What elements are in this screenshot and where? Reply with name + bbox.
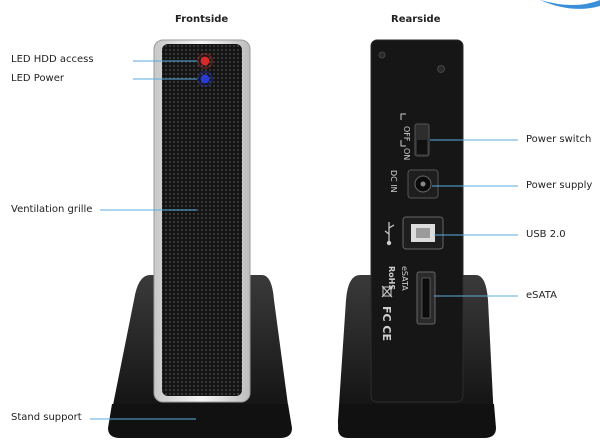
weee-icon [381, 285, 393, 298]
led-hdd [200, 56, 210, 66]
fc-ce-icon: FC CE [380, 306, 393, 341]
screw-icon [437, 65, 445, 73]
callout-lines [90, 60, 518, 420]
marking-off: OFF [402, 126, 411, 142]
screw-icon [378, 51, 386, 59]
front-stand-lip [108, 404, 292, 438]
marking-on: ON [402, 148, 411, 160]
marking-rohs: RoHS [387, 266, 396, 290]
usb-icon [384, 222, 395, 246]
ventilation-grille [162, 44, 242, 396]
rear-unit: OFF ON DC IN RoHS eSATA FC CE [337, 39, 496, 438]
marking-dc-in: DC IN [389, 170, 398, 193]
corner-accent [540, 0, 600, 9]
label-esata: eSATA [526, 290, 557, 301]
label-stand: Stand support [11, 412, 82, 423]
heading-frontside: Frontside [175, 14, 229, 25]
label-power-switch: Power switch [526, 134, 592, 145]
label-ventilation: Ventilation grille [11, 204, 93, 215]
label-usb: USB 2.0 [526, 229, 566, 240]
label-led-power: LED Power [11, 73, 65, 84]
led-power [200, 74, 210, 84]
front-unit [108, 39, 292, 438]
marking-esata: eSATA [400, 266, 409, 291]
label-power-supply: Power supply [526, 180, 593, 191]
rear-stand-lip [338, 404, 496, 438]
heading-rearside: Rearside [391, 14, 441, 25]
label-led-hdd: LED HDD access [11, 54, 94, 65]
